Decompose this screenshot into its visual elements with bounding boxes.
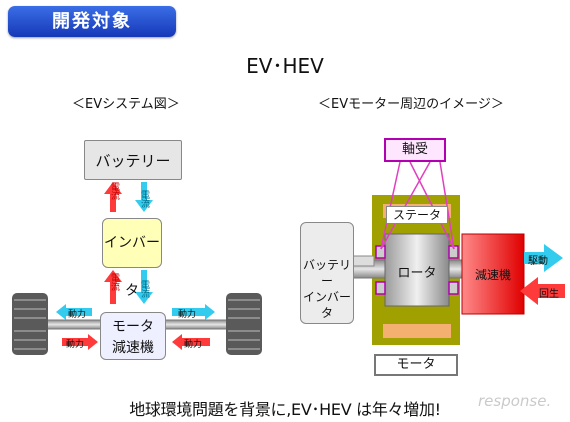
power-arrow-right-in [172, 334, 210, 350]
bearing-box: 軸受 [384, 138, 446, 162]
coil-bottom [383, 324, 451, 338]
bearing-lines [380, 161, 455, 250]
regen-label: 回生 [539, 289, 559, 300]
current-label-up-1: 電流 [109, 182, 119, 200]
power-arrow-right-out [172, 304, 215, 320]
motor-label: モータ [112, 319, 154, 335]
current-label-down-2: 電流 [139, 280, 149, 298]
motor-reducer-box: モータ 減速機 [100, 312, 166, 360]
power-label-3: 動力 [178, 310, 197, 320]
power-label-2: 動力 [66, 340, 85, 350]
stator-label: ステータ [386, 206, 448, 224]
battery-box: バッテリー [84, 140, 182, 180]
motor-box: モータ [374, 354, 458, 376]
regen-arrow [520, 277, 565, 305]
power-arrow-left-in [62, 334, 98, 350]
ev-system-subtitle: ＜EVシステム図＞ [72, 97, 180, 112]
reducer-label-right: 減速機 [474, 268, 511, 282]
page-title: EV･HEV [246, 54, 324, 78]
current-label-down-1: 電流 [139, 190, 149, 208]
reducer-block [461, 233, 525, 315]
inverter-box: インバータ [102, 218, 162, 299]
current-arrow-up-1 [104, 182, 122, 212]
battery-inverter-line-2: インバータ [302, 290, 351, 320]
battery-inverter-box: バッテリー インバータ [300, 222, 354, 324]
current-arrow-down-2 [135, 270, 153, 304]
power-label-4: 動力 [184, 340, 203, 350]
left-wheel [12, 293, 48, 355]
drive-arrow [524, 244, 563, 272]
rotor [384, 233, 450, 307]
watermark-logo: response. [478, 392, 552, 410]
tread-lines [14, 299, 260, 350]
current-label-up-2: 電流 [109, 273, 119, 291]
drive-label: 駆動 [528, 256, 548, 267]
ev-motor-subtitle: ＜EVモーター周辺のイメージ＞ [318, 97, 504, 112]
bottom-caption: 地球環境問題を背景に,EV･HEV は年々増加! [129, 400, 441, 419]
current-arrow-up-2 [104, 270, 122, 304]
current-arrow-down-1 [135, 182, 153, 212]
reducer-label: 減速機 [112, 340, 154, 356]
battery-inverter-line-1: バッテリー [302, 258, 351, 288]
right-wheel [226, 293, 262, 355]
power-label-1: 動力 [68, 310, 87, 320]
rotor-label: ロータ [397, 266, 437, 281]
header-badge: 開発対象 [8, 6, 176, 37]
power-arrow-left-out [56, 304, 92, 320]
